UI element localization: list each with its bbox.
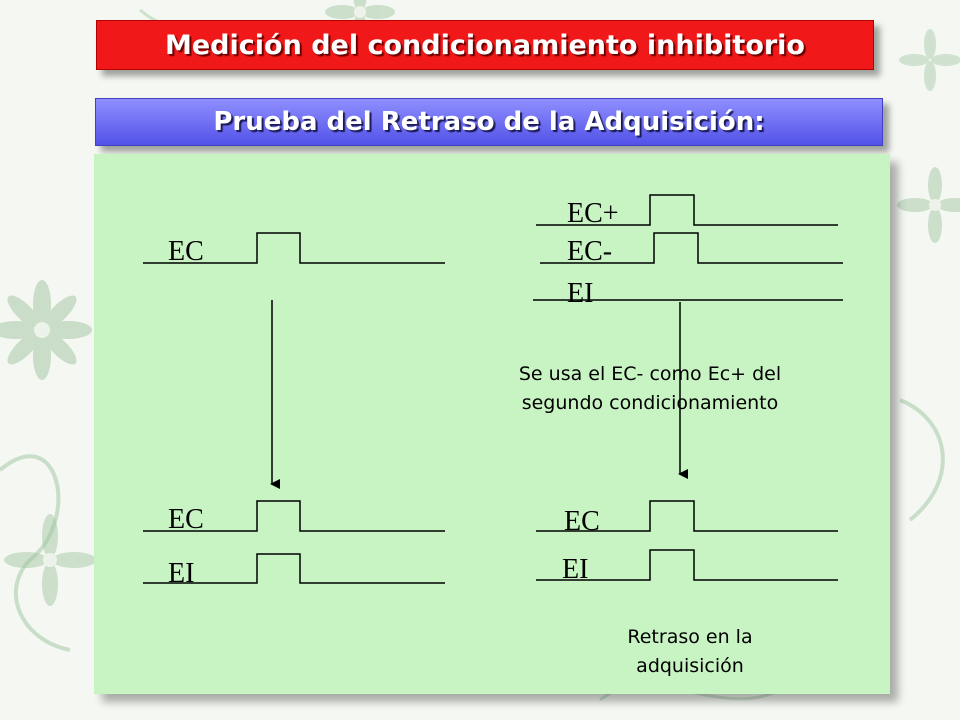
- ec-signal-trace-top-left: [143, 232, 445, 264]
- page-title: Medición del condicionamiento inhibitori…: [165, 29, 805, 61]
- label-ec-plus: EC+: [567, 198, 619, 229]
- label-ei-bottom-right: EI: [562, 554, 589, 585]
- vine-swirl: [0, 454, 71, 652]
- ec-signal-trace-bottom-right: [536, 500, 838, 532]
- title-banner: Medición del condicionamiento inhibitori…: [96, 20, 874, 70]
- label-ec-minus: EC-: [567, 236, 613, 267]
- flower-icon: [897, 167, 960, 243]
- explanation-line-2: segundo condicionamiento: [521, 392, 779, 414]
- ec-plus-signal-trace: [536, 194, 838, 226]
- result-caption: Retraso en la adquisición: [570, 623, 810, 681]
- subtitle-banner: Prueba del Retraso de la Adquisición:: [95, 98, 883, 146]
- page-subtitle: Prueba del Retraso de la Adquisición:: [213, 107, 765, 137]
- label-ec-bottom-left: EC: [168, 504, 204, 535]
- caption-line-1: Retraso en la: [627, 626, 753, 648]
- vine-swirl: [899, 398, 945, 522]
- ei-signal-trace-bottom-right: [536, 549, 838, 581]
- caption-line-2: adquisición: [636, 655, 744, 677]
- explanation-line-1: Se usa el EC- como Ec+ del: [518, 363, 782, 385]
- explanation-note: Se usa el EC- como Ec+ del segundo condi…: [470, 360, 830, 418]
- label-ei-bottom-left: EI: [168, 558, 195, 589]
- flower-icon: [899, 29, 960, 91]
- ei-signal-trace-bottom-left: [143, 553, 445, 584]
- label-ei-top-right: EI: [567, 278, 594, 309]
- label-ec-top-left: EC: [168, 236, 204, 267]
- label-ec-bottom-right: EC: [564, 506, 600, 537]
- content-panel: [94, 154, 890, 694]
- ec-minus-signal-trace: [540, 232, 843, 264]
- ec-signal-trace-bottom-left: [143, 500, 445, 532]
- flower-icon: [0, 280, 92, 380]
